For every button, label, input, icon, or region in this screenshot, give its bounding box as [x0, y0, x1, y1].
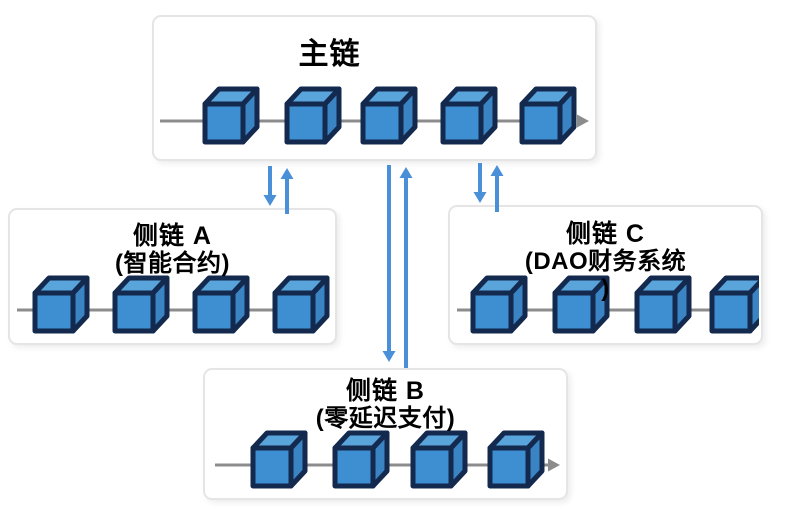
sidechain-a-title: 侧链 A — [132, 222, 212, 250]
block-cube — [192, 275, 250, 334]
block-cube — [487, 430, 545, 489]
main-chain-title: 主链 — [298, 38, 361, 71]
chain-arrowhead-icon — [577, 114, 589, 128]
sidechain-b-blocks — [215, 430, 560, 489]
transfer-arrow-down — [263, 166, 277, 206]
block-cube — [284, 86, 342, 145]
sidechain-b-title: 侧链 B — [345, 377, 425, 405]
main-chain-box: 主链 — [152, 15, 597, 161]
transfer-arrow-down — [382, 165, 396, 362]
block-cube — [709, 275, 759, 334]
block-cube — [410, 430, 468, 489]
sidechain-a-subtitle: (智能合约) — [115, 249, 230, 277]
block-cube — [440, 86, 498, 145]
sidechain-c-box: 侧链 C (DAO财务系统 ) — [448, 205, 763, 345]
sidechain-a-blocks — [17, 275, 330, 334]
block-cube — [272, 275, 330, 334]
block-cube — [552, 275, 610, 334]
transfer-arrow-down — [473, 163, 487, 203]
block-cube — [32, 275, 90, 334]
block-cube — [202, 86, 260, 145]
block-cube — [470, 275, 528, 334]
block-cube — [360, 86, 418, 145]
block-cube — [519, 86, 577, 145]
sidechain-c-subtitle: (DAO财务系统 ) — [450, 247, 761, 303]
sidechain-c-blocks — [457, 275, 759, 334]
sidechain-b-subtitle: (零延迟支付) — [315, 404, 456, 432]
block-cube — [112, 275, 170, 334]
block-cube — [250, 430, 308, 489]
sidechain-c-title: 侧链 C — [565, 220, 645, 248]
sidechain-c-subtitle-line1: (DAO财务系统 — [524, 247, 687, 275]
sidechain-b-box: 侧链 B (零延迟支付) — [203, 368, 568, 500]
sidechain-a-box: 侧链 A (智能合约) — [8, 208, 337, 345]
block-cube — [332, 430, 390, 489]
transfer-arrow-up — [399, 167, 413, 368]
sidechain-c-subtitle-line2: ) — [601, 274, 610, 302]
block-cube — [634, 275, 692, 334]
main-chain-blocks — [160, 86, 589, 145]
chain-arrowhead-icon — [548, 458, 560, 472]
